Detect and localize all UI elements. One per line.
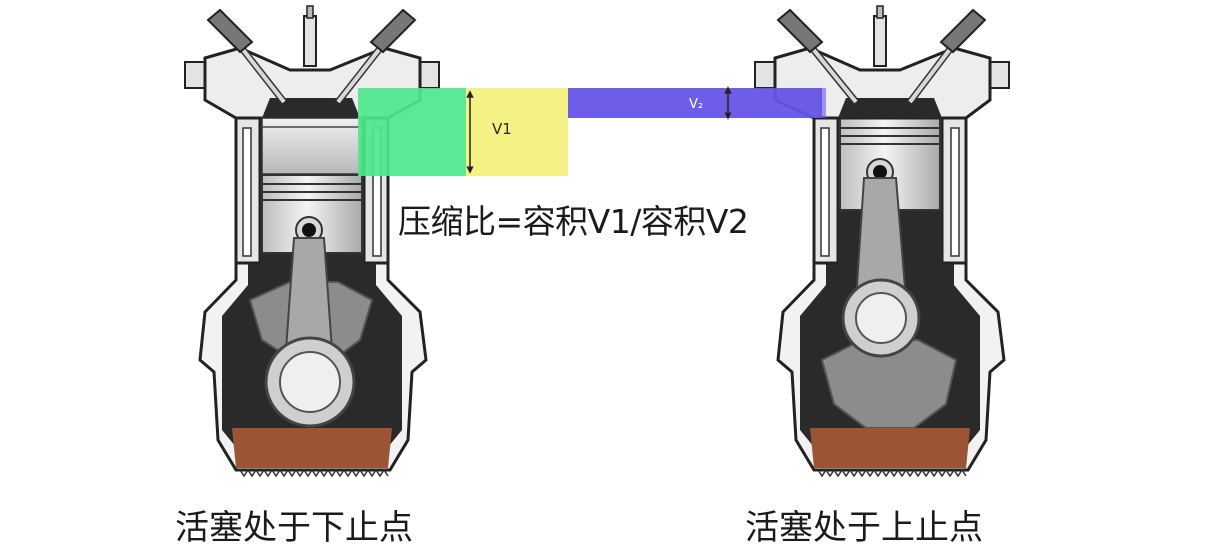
connecting-rod-left bbox=[264, 237, 356, 428]
caption-bottom-dead-center: 活塞处于下止点 bbox=[175, 508, 413, 548]
v2-purple-band bbox=[568, 88, 822, 118]
volume-v1-overlay: V1 bbox=[358, 88, 568, 176]
sump-fins-left bbox=[239, 468, 389, 478]
volume-v2-overlay: V₂ bbox=[568, 86, 826, 120]
sump-fins-right bbox=[817, 468, 967, 478]
connecting-rod-right bbox=[841, 177, 921, 358]
engine-left bbox=[184, 5, 440, 478]
v1-green-region bbox=[358, 88, 466, 176]
caption-top-dead-center: 活塞处于上止点 bbox=[745, 508, 983, 548]
v1-label: V1 bbox=[492, 120, 512, 138]
oil-sump-left bbox=[232, 428, 392, 468]
v2-label: V₂ bbox=[689, 97, 703, 112]
valves-right bbox=[776, 5, 987, 105]
v1-yellow-region bbox=[466, 88, 568, 176]
valves-left bbox=[206, 5, 417, 105]
engine-right bbox=[754, 5, 1010, 478]
oil-sump-right bbox=[810, 428, 970, 468]
compression-ratio-formula: 压缩比=容积V1/容积V2 bbox=[398, 202, 749, 241]
